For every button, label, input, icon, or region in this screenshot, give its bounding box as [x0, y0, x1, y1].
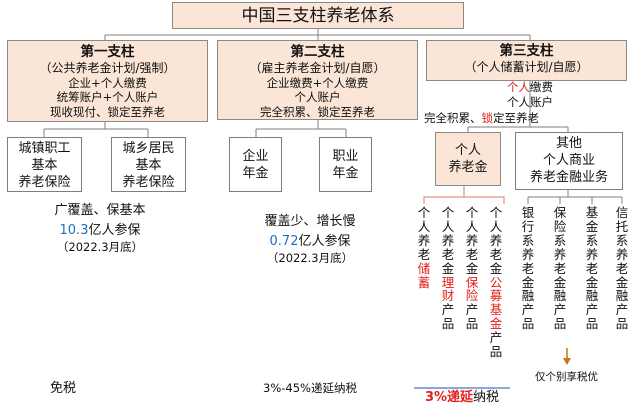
- sub-line: 其他: [555, 136, 582, 151]
- pillar3-contribution: 个人缴费: [470, 80, 590, 94]
- pillar2-coverage: 覆盖少、增长慢: [264, 214, 356, 229]
- pillar3-contribution-rest: 缴费: [530, 80, 553, 94]
- pillar1-box: 第一支柱 （公共养老金计划/强制） 企业+个人缴费 统筹账户+个人账户 现收现付…: [7, 40, 208, 122]
- product-text-tail: 产品: [465, 302, 479, 332]
- personal-pension-product-1: 个人养老储蓄: [417, 206, 431, 289]
- pillar1-participants: 10.3亿人参保: [10, 222, 190, 239]
- pillar2-date: （2022.3月底）: [266, 251, 354, 265]
- pillar1-coverage: 广覆盖、保基本: [54, 203, 146, 218]
- sub-line: 基本: [135, 158, 162, 173]
- pillar3-tax: 3%递延纳税: [414, 389, 510, 406]
- pillar2-participants-unit: 亿人参保: [298, 234, 351, 249]
- sub-line: 基本: [31, 158, 58, 173]
- pillar3-accumulation-a: 完全积累、: [424, 111, 482, 125]
- personal-pension-product-4: 个人养老金公募基金产品: [489, 206, 503, 359]
- personal-pension-product-3: 个人养老金保险产品: [465, 206, 479, 331]
- pillar2-box: 第二支柱 （雇主养老金计划/自愿） 企业缴费+个人缴费 个人账户 完全积累、锁定…: [217, 40, 418, 120]
- pillar2-line: 个人账户: [294, 90, 341, 104]
- product-text-red: 储蓄: [417, 260, 431, 290]
- pillar3-tax-highlight: 3%递延: [424, 390, 474, 405]
- pillar2-tax: 3%-45%递延纳税: [263, 381, 357, 395]
- sub-line: 城乡居民: [122, 141, 175, 156]
- pillar3-accumulation: 完全积累、锁定至养老: [424, 111, 584, 125]
- sub-line: 企业: [242, 149, 269, 164]
- sub-line: 年金: [242, 166, 269, 181]
- tax-benefit-note: 仅个别享税优: [535, 371, 598, 383]
- commercial-pension-product-3: 基金系养老金融产品: [585, 205, 599, 332]
- sub-line: 养老保险: [122, 175, 175, 190]
- pillar3-accumulation-b: 定至养老: [493, 111, 539, 125]
- product-text-black: 个人养老: [417, 205, 431, 262]
- pillar2-line: 完全积累、锁定至养老: [260, 104, 375, 119]
- pillar3-contribution-highlight: 个人: [507, 80, 530, 94]
- sub-line: 年金: [332, 166, 359, 181]
- pillar1-subtitle: （公共养老金计划/强制）: [39, 61, 176, 75]
- pillar2-participants-number: 0.72: [269, 234, 299, 249]
- sub-line: 个人: [454, 143, 481, 158]
- pillar1-participants-number: 10.3: [59, 223, 89, 238]
- system-title: 中国三支柱养老体系: [172, 2, 464, 29]
- pillar3-tax-rest: 纳税: [473, 390, 500, 405]
- sub-line: 城镇职工: [18, 141, 71, 156]
- sub-line: 养老金: [448, 160, 488, 175]
- commercial-pension-product-4: 信托系养老金融产品: [615, 205, 629, 332]
- sub-line: 职业: [332, 149, 359, 164]
- enterprise-annuity-box: 企业 年金: [229, 137, 282, 192]
- product-text-red: 公募基金: [489, 274, 503, 332]
- pillar1-line: 企业+个人缴费: [68, 75, 147, 90]
- occupational-annuity-box: 职业 年金: [319, 137, 372, 192]
- pillar1-line: 统筹账户+个人账户: [56, 90, 159, 104]
- product-text-tail: 产品: [489, 330, 503, 360]
- pillar1-participants-unit: 亿人参保: [88, 223, 141, 238]
- pillar3-subtitle: （个人储蓄计划/自愿）: [464, 60, 589, 74]
- system-title-text: 中国三支柱养老体系: [241, 6, 395, 26]
- product-text-black: 个人养老金: [465, 205, 479, 276]
- commercial-pension-product-2: 保险系养老金融产品: [553, 205, 567, 332]
- pillar1-title: 第一支柱: [80, 44, 135, 60]
- sub-line: 个人商业: [542, 153, 595, 168]
- pillar2-title: 第二支柱: [290, 44, 345, 60]
- sub-line: 养老金融业务: [529, 170, 608, 185]
- pillar3-box: 第三支柱 （个人储蓄计划/自愿）: [426, 40, 627, 81]
- product-text-black: 个人养老金: [441, 205, 455, 276]
- pillar1-date: （2022.3月底）: [56, 240, 144, 254]
- product-text-red: 保险: [465, 274, 479, 304]
- other-commercial-pension-box: 其他 个人商业 养老金融业务: [515, 132, 623, 190]
- sub-line: 养老保险: [18, 175, 71, 190]
- pillar3-accumulation-highlight: 锁: [481, 111, 494, 125]
- pillar1-tax: 免税: [50, 381, 77, 396]
- pillar3-title: 第三支柱: [499, 43, 554, 59]
- urban-rural-resident-pension-box: 城乡居民 基本 养老保险: [111, 137, 186, 192]
- commercial-pension-product-1: 银行系养老金融产品: [521, 205, 535, 332]
- pillar2-participants: 0.72亿人参保: [220, 233, 400, 250]
- personal-pension-product-2: 个人养老金理财产品: [441, 206, 455, 331]
- pillar3-account: 个人账户: [507, 95, 553, 109]
- pillar2-line: 企业缴费+个人缴费: [266, 75, 369, 90]
- personal-pension-box: 个人 养老金: [435, 132, 501, 186]
- pillar1-line: 现收现付、锁定至养老: [50, 104, 165, 119]
- product-text-black: 个人养老金: [489, 205, 503, 276]
- pillar2-subtitle: （雇主养老金计划/自愿）: [249, 61, 386, 75]
- urban-employee-pension-box: 城镇职工 基本 养老保险: [7, 137, 82, 192]
- product-text-tail: 产品: [441, 302, 455, 332]
- product-text-red: 理财: [441, 274, 455, 304]
